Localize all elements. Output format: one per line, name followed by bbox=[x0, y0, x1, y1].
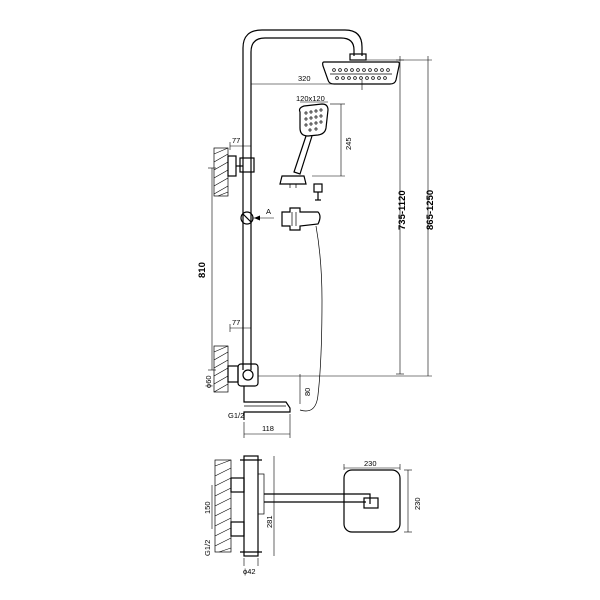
dim-spout-reach: 118 bbox=[262, 424, 274, 433]
bath-spout bbox=[243, 386, 291, 420]
front-view: 320 120x120 245 bbox=[197, 29, 436, 438]
hand-shower bbox=[279, 103, 329, 188]
dim-mixer-length: 281 bbox=[265, 515, 274, 528]
detail-marker: A bbox=[266, 207, 271, 216]
lower-wall-bracket bbox=[213, 345, 239, 393]
dim-wall-offset-lower: 77 bbox=[232, 318, 240, 327]
dim-bar-length: 810 bbox=[197, 262, 208, 278]
dim-head-depth: 230 bbox=[413, 497, 422, 510]
dim-head-width: 230 bbox=[364, 459, 377, 468]
riser-column bbox=[242, 29, 363, 370]
dim-thread-size: G1/2 bbox=[228, 411, 244, 420]
detail-a-holder bbox=[281, 207, 321, 231]
upper-wall-bracket bbox=[213, 147, 255, 197]
rain-shower-head bbox=[322, 53, 400, 85]
dim-spout-drop: 80 bbox=[303, 388, 312, 396]
dim-pipe-diameter: ϕ60 bbox=[204, 375, 213, 388]
dim-bottom-thread: G1/2 bbox=[203, 540, 212, 556]
dim-inlet-spacing: 150 bbox=[203, 501, 212, 514]
hose-connector bbox=[313, 183, 323, 201]
plan-rain-head bbox=[343, 469, 401, 533]
shower-hose bbox=[299, 225, 323, 412]
plan-mixer bbox=[230, 455, 265, 557]
dim-rain-head-reach: 320 bbox=[298, 74, 311, 83]
dim-bottom-diameter: ϕ42 bbox=[243, 567, 256, 576]
plan-view: 230 230 150 281 G1/2 ϕ42 bbox=[203, 455, 422, 576]
plan-shower-arm bbox=[264, 493, 371, 504]
plan-wall bbox=[214, 459, 232, 553]
dim-hand-head-size: 120x120 bbox=[296, 94, 325, 103]
dim-wall-offset-upper: 77 bbox=[232, 136, 240, 145]
dim-hand-head-length: 245 bbox=[344, 137, 353, 150]
dim-total-height-range: 865-1250 bbox=[425, 190, 436, 230]
dim-column-height-range: 735-1120 bbox=[397, 190, 408, 230]
rain-head-nozzles bbox=[332, 68, 390, 80]
thermostatic-mixer: ϕ60 bbox=[204, 363, 259, 388]
